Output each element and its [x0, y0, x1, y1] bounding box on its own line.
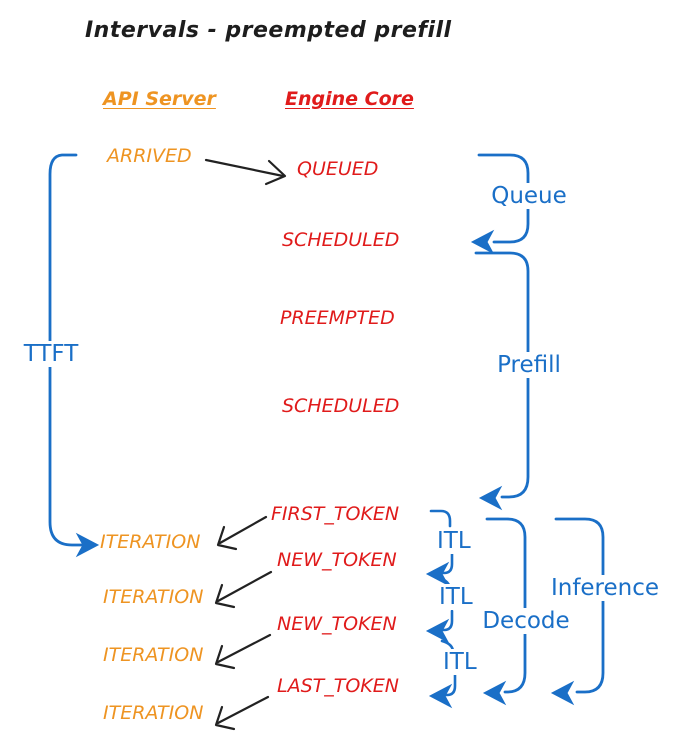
event-last-token: LAST_TOKEN — [277, 675, 399, 697]
diagram-title: Intervals - preempted prefill — [85, 18, 452, 43]
arrow-new-token-1-to-iteration-2 — [214, 570, 273, 609]
column-header-engine-core: Engine Core — [285, 88, 414, 110]
event-preempted: PREEMPTED — [280, 307, 395, 329]
interval-label-itl-2: ITL — [434, 584, 478, 611]
queue-arrowhead-icon — [470, 229, 495, 255]
column-header-api-server: API Server — [103, 88, 216, 110]
arrow-first-token-to-iteration-1 — [216, 515, 268, 551]
ttft-arrowhead-icon — [75, 532, 100, 558]
event-iteration-1: ITERATION — [100, 531, 201, 553]
interval-label-prefill: Prefill — [492, 352, 566, 379]
interval-label-inference: Inference — [545, 575, 665, 602]
event-iteration-2: ITERATION — [103, 586, 204, 608]
arrow-last-token-to-iteration-4 — [214, 695, 270, 731]
prefill-arrowhead-icon — [478, 485, 503, 511]
inference-arrowhead-icon — [550, 680, 575, 706]
event-iteration-3: ITERATION — [103, 644, 204, 666]
event-new-token-1: NEW_TOKEN — [277, 549, 397, 571]
event-queued: QUEUED — [297, 158, 379, 180]
interval-label-queue: Queue — [486, 183, 572, 210]
decode-arrowhead-icon — [482, 680, 507, 706]
arrow-new-token-2-to-iteration-3 — [214, 633, 272, 670]
event-scheduled-2: SCHEDULED — [282, 395, 400, 417]
itl-3-arrowhead-icon — [428, 683, 453, 709]
arrow-arrived-to-queued — [204, 158, 287, 186]
interval-label-itl-1: ITL — [432, 528, 476, 555]
event-new-token-2: NEW_TOKEN — [277, 613, 397, 635]
event-first-token: FIRST_TOKEN — [271, 503, 400, 525]
itl-1-bracket — [429, 509, 454, 575]
event-arrived: ARRIVED — [107, 145, 192, 167]
interval-label-decode: Decode — [477, 608, 575, 635]
transfer-arrows — [204, 158, 287, 731]
inference-bracket — [554, 517, 605, 694]
event-scheduled-1: SCHEDULED — [282, 229, 400, 251]
interval-label-ttft: TTFT — [18, 341, 84, 368]
itl-2-arrowhead-icon — [425, 618, 450, 644]
event-iteration-4: ITERATION — [103, 702, 204, 724]
decode-bracket — [485, 517, 527, 694]
interval-label-itl-3: ITL — [438, 649, 482, 676]
